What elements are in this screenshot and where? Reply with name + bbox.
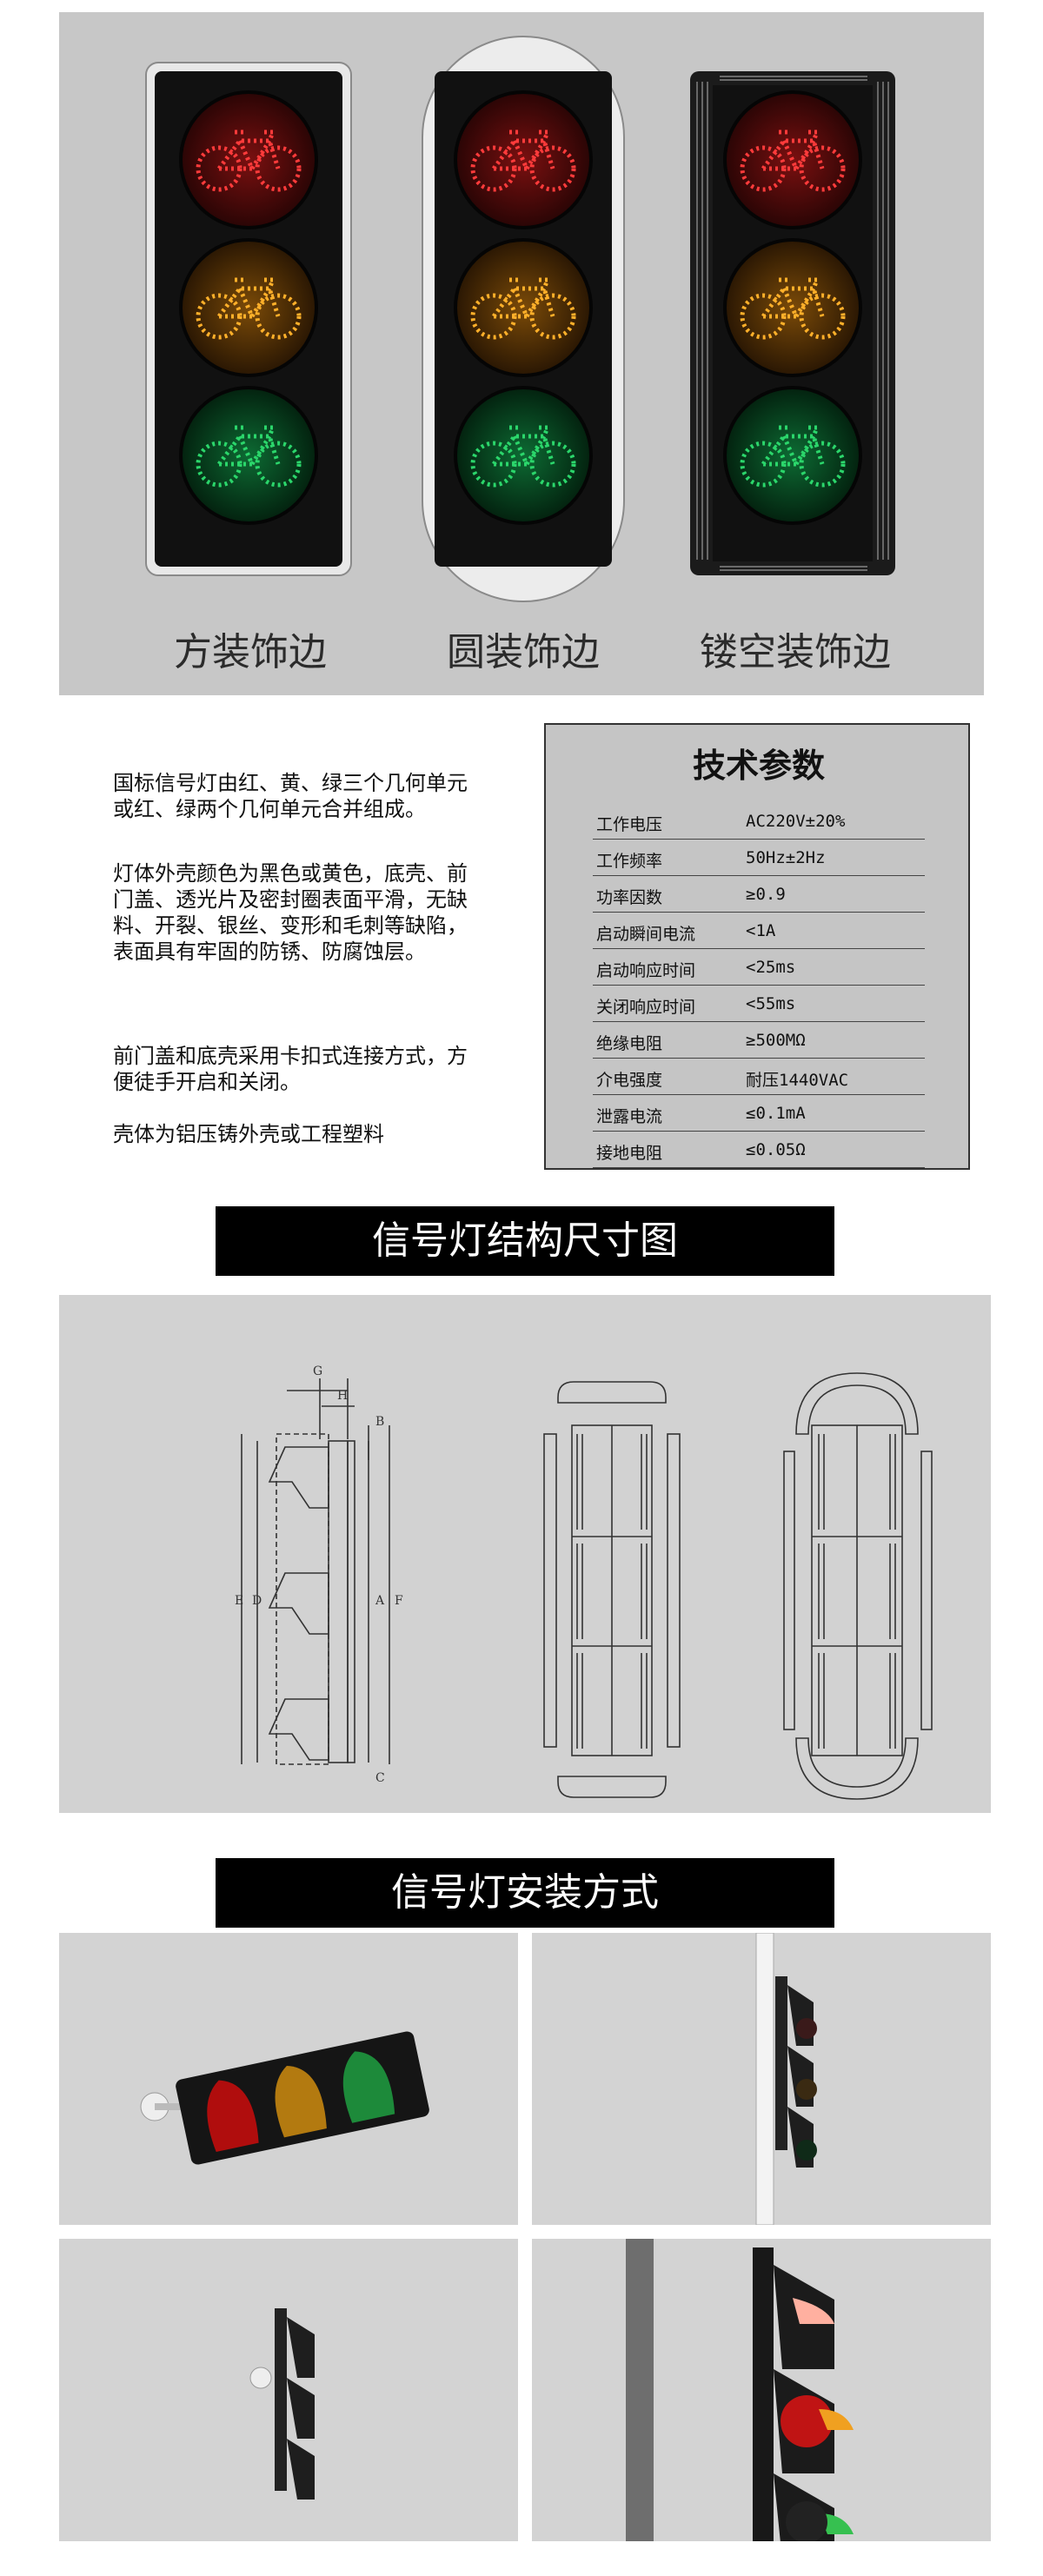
spec-row-name: 启动响应时间 — [596, 961, 696, 980]
spec-row-name: 接地电阻 — [596, 1144, 663, 1163]
spec-row-name: 功率因数 — [596, 888, 663, 907]
spec-row: 介电强度 耐压1440VAC — [593, 1059, 925, 1095]
dim-letter-g: G — [313, 1364, 322, 1378]
dimension-drawing: G H B E D A F C — [235, 1364, 933, 1800]
spec-row-value: 耐压1440VAC — [746, 1071, 849, 1090]
spec-row-value: <25ms — [746, 958, 796, 977]
spec-row: 绝缘电阻 ≥500MΩ — [593, 1022, 925, 1059]
spec-row-name: 介电强度 — [596, 1071, 663, 1090]
dim-letter-a: A — [375, 1594, 385, 1608]
spec-row-name: 启动瞬间电流 — [596, 925, 696, 944]
label-round-trim: 圆装饰边 — [447, 630, 600, 674]
desc-paragraph-1: 国标信号灯由红、黄、绿三个几何单元或红、绿两个几何单元合并组成。 — [113, 771, 468, 821]
lens-green — [723, 386, 862, 525]
lens-amber — [454, 238, 593, 377]
desc-paragraph-4: 壳体为铝压铸外壳或工程塑料 — [113, 1122, 384, 1146]
lens-red — [723, 90, 862, 229]
spec-row: 启动响应时间 <25ms — [593, 949, 925, 986]
spec-row-name: 工作电压 — [596, 815, 663, 834]
spec-row-value: ≥0.9 — [746, 885, 786, 904]
spec-row-name: 绝缘电阻 — [596, 1034, 663, 1053]
install-photo-closeup — [532, 2239, 991, 2560]
spec-row: 工作电压 AC220V±20% — [593, 803, 925, 840]
lens-green — [454, 386, 593, 525]
dim-letter-e: E — [235, 1594, 243, 1608]
install-photo-pole-side — [532, 1932, 991, 2226]
spec-row: 关闭响应时间 <55ms — [593, 986, 925, 1022]
dim-letter-f: F — [395, 1594, 403, 1608]
spec-row-value: ≤0.1mA — [746, 1104, 806, 1123]
dim-letter-d: D — [252, 1594, 262, 1608]
traffic-lights-illustration — [145, 36, 895, 602]
banner-structure: 信号灯结构尺寸图 — [216, 1206, 834, 1276]
lens-amber — [179, 238, 318, 377]
dim-letter-b: B — [375, 1415, 384, 1429]
desc-paragraph-2: 灯体外壳颜色为黑色或黄色，底壳、前门盖、透光片及密封圈表面平滑，无缺料、开裂、银… — [113, 861, 468, 964]
spec-row-value: 50Hz±2Hz — [746, 848, 826, 867]
lens-red — [454, 90, 593, 229]
spec-row-name: 泄露电流 — [596, 1107, 663, 1126]
install-photo-bracket — [59, 2239, 518, 2541]
install-photo-horizontal — [59, 1933, 518, 2225]
lens-amber — [723, 238, 862, 377]
spec-row-value: ≤0.05Ω — [746, 1140, 806, 1159]
spec-row: 泄露电流 ≤0.1mA — [593, 1095, 925, 1132]
lens-green — [179, 386, 318, 525]
spec-table: 技术参数 工作电压 AC220V±20% 工作频率 50Hz±2Hz 功率因数 ≥0.9 启… — [544, 723, 970, 1170]
label-square-trim: 方装饰边 — [174, 630, 327, 674]
spec-row: 接地电阻 ≤0.05Ω — [593, 1132, 925, 1168]
dim-letter-h: H — [337, 1389, 348, 1403]
spec-row: 启动瞬间电流 <1A — [593, 913, 925, 949]
lens-red — [179, 90, 318, 229]
spec-title: 技术参数 — [692, 747, 825, 785]
spec-row-value: AC220V±20% — [746, 812, 846, 831]
banner-install: 信号灯安装方式 — [216, 1858, 834, 1928]
spec-row: 功率因数 ≥0.9 — [593, 876, 925, 913]
spec-row-value: <1A — [746, 921, 776, 940]
desc-paragraph-3: 前门盖和底壳采用卡扣式连接方式，方便徒手开启和关闭。 — [113, 1044, 468, 1094]
spec-row-value: <55ms — [746, 994, 796, 1013]
dimension-drawing-panel: G H B E D A F C — [59, 1295, 991, 1813]
spec-row-value: ≥500MΩ — [746, 1031, 806, 1050]
hero-product-panel: 方装饰边 圆装饰边 镂空装饰边 — [59, 12, 984, 695]
spec-row: 工作频率 50Hz±2Hz — [593, 840, 925, 876]
dim-letter-c: C — [375, 1771, 385, 1785]
label-hollow-trim: 镂空装饰边 — [700, 630, 891, 674]
spec-row-name: 关闭响应时间 — [596, 998, 696, 1017]
spec-row-name: 工作频率 — [596, 852, 663, 871]
